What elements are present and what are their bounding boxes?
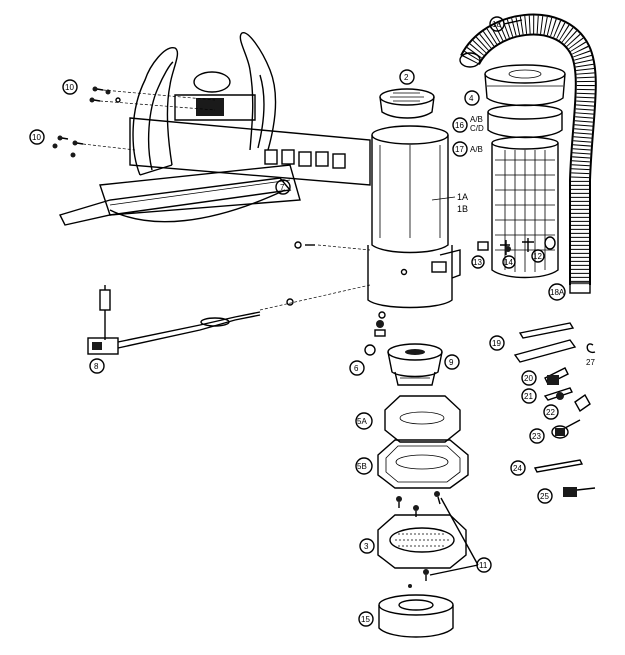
callout-18a: 18A xyxy=(548,283,566,301)
callout-14: 14 xyxy=(502,255,516,269)
callout-5b: 5B xyxy=(355,457,373,475)
callout-15: 15 xyxy=(358,611,374,627)
callout-label-27: 27 xyxy=(586,358,595,367)
callout-25: 25 xyxy=(537,488,553,504)
callout-label-14: 14 xyxy=(504,258,513,267)
callout-label-22: 22 xyxy=(546,408,555,417)
callout-24: 24 xyxy=(510,460,526,476)
callout-19: 19 xyxy=(489,335,505,351)
foam-filter-part-15 xyxy=(378,594,454,638)
label-17-ab: A/B xyxy=(470,145,483,154)
callout-label-10-bottom: 10 xyxy=(32,133,41,142)
gasket-part-5b xyxy=(377,439,469,489)
callout-label-12: 12 xyxy=(533,252,542,261)
filter-assembly xyxy=(484,64,566,279)
callout-23: 23 xyxy=(529,428,545,444)
accessory-part-27 xyxy=(586,343,596,354)
callout-10-top: 10 xyxy=(62,79,78,95)
callout-5a: 5A xyxy=(355,412,373,430)
callout-label-20: 20 xyxy=(524,374,533,383)
screws-part-11 xyxy=(396,491,441,588)
callout-label-18a: 18A xyxy=(550,288,565,297)
callout-label-23: 23 xyxy=(532,432,541,441)
callout-label-9: 9 xyxy=(449,358,454,367)
callout-22: 22 xyxy=(543,404,559,420)
callout-label-10-top: 10 xyxy=(65,83,74,92)
callout-8: 8 xyxy=(89,358,105,374)
callout-12: 12 xyxy=(531,249,545,263)
callout-label-16: 16 xyxy=(455,121,464,130)
callout-2: 2 xyxy=(399,69,415,85)
callout-9: 9 xyxy=(444,354,460,370)
accessory-crevice-part-24 xyxy=(533,459,584,473)
callout-17: 17 xyxy=(452,141,468,157)
callout-16: 16 xyxy=(452,117,468,133)
callout-20: 20 xyxy=(521,370,537,386)
callout-label-17: 17 xyxy=(455,145,464,154)
gasket-part-5a xyxy=(384,395,461,443)
callout-21: 21 xyxy=(521,388,537,404)
callout-label-19: 19 xyxy=(492,339,501,348)
main-body-canister xyxy=(367,125,461,309)
filter-lid-part-2 xyxy=(379,88,435,119)
accessory-wand-part-19 xyxy=(513,322,577,363)
label-16-cd: C/D xyxy=(470,124,484,133)
screws-part-10 xyxy=(52,86,216,158)
label-1a: 1A xyxy=(457,192,468,202)
callout-label-7: 7 xyxy=(280,183,285,192)
callout-10-bottom: 10 xyxy=(29,129,45,145)
callout-label-3: 3 xyxy=(364,542,369,551)
side-fittings xyxy=(477,236,556,255)
callout-6: 6 xyxy=(349,360,365,376)
callout-label-13: 13 xyxy=(473,258,482,267)
callout-label-8: 8 xyxy=(94,362,99,371)
label-16-ab: A/B xyxy=(470,115,483,124)
switch-part-6 xyxy=(364,311,386,356)
callout-label-21: 21 xyxy=(524,392,533,401)
callout-label-6: 6 xyxy=(354,364,359,373)
harness-part xyxy=(59,32,371,226)
exhaust-filter-part-3 xyxy=(377,514,467,569)
callout-label-4: 4 xyxy=(469,94,474,103)
callout-4: 4 xyxy=(464,90,480,106)
label-1b: 1B xyxy=(457,204,468,214)
callout-11: 11 xyxy=(476,557,492,573)
motor-part-9 xyxy=(387,343,443,386)
callout-label-5a: 5A xyxy=(357,417,367,426)
accessory-brush-part-23 xyxy=(551,419,581,439)
callout-label-18: 18 xyxy=(492,20,501,29)
accessory-tool-part-20 xyxy=(544,367,569,385)
power-cord-part-8 xyxy=(87,241,371,355)
filter-mesh-pattern xyxy=(495,150,555,272)
callout-label-25: 25 xyxy=(540,492,549,501)
accessory-tool-part-22 xyxy=(574,393,591,413)
hose-part-18 xyxy=(459,13,597,294)
accessory-brush-part-25 xyxy=(563,487,596,497)
callout-label-15: 15 xyxy=(361,615,370,624)
callout-3: 3 xyxy=(359,538,375,554)
callout-label-2: 2 xyxy=(404,73,409,82)
callout-label-11: 11 xyxy=(479,561,488,570)
accessory-tool-part-21 xyxy=(543,387,573,401)
callout-13: 13 xyxy=(471,255,485,269)
filter-hole-grid xyxy=(395,533,449,547)
callout-7: 7 xyxy=(275,179,291,195)
callout-label-5b: 5B xyxy=(357,462,367,471)
callout-label-24: 24 xyxy=(513,464,522,473)
